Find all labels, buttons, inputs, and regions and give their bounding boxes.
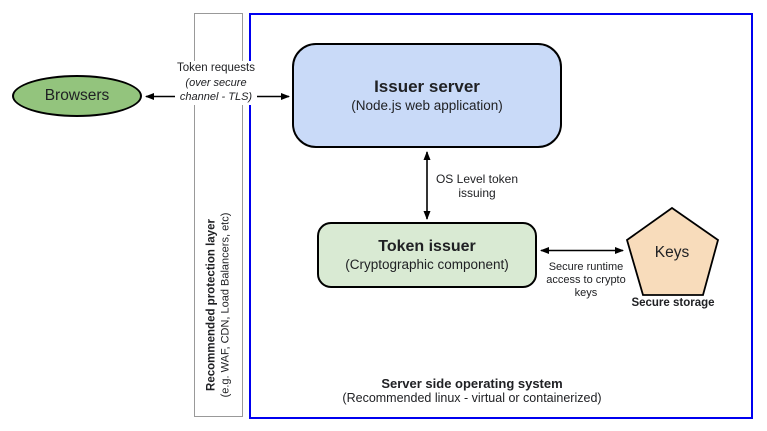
keys-label: Keys xyxy=(655,244,690,261)
token-requests-line2: (over secure xyxy=(185,76,247,89)
browsers-node: Browsers xyxy=(12,75,142,117)
issuer-server-subtitle: (Node.js web application) xyxy=(351,97,503,113)
token-issuer-subtitle: (Cryptographic component) xyxy=(345,256,509,272)
protection-layer-title: Recommended protection layer xyxy=(205,219,218,391)
os-level-line1: OS Level token xyxy=(435,172,519,186)
keys-node: Keys xyxy=(625,206,720,296)
secure-storage-caption: Secure storage xyxy=(631,297,715,309)
token-issuer-node: Token issuer (Cryptographic component) xyxy=(317,222,537,288)
os-level-label: OS Level token issuing xyxy=(436,172,518,200)
token-requests-line1: Token requests xyxy=(177,62,255,74)
os-subtitle: (Recommended linux - virtual or containe… xyxy=(342,391,602,405)
browsers-label: Browsers xyxy=(44,87,110,104)
os-title: Server side operating system xyxy=(381,376,563,391)
secure-runtime-line3: keys xyxy=(574,287,598,299)
pentagon-shape xyxy=(625,206,720,296)
token-requests-line3: channel - TLS) xyxy=(179,91,253,103)
os-caption: Server side operating system (Recommende… xyxy=(342,376,601,406)
issuer-server-title: Issuer server xyxy=(374,76,480,96)
token-requests-label: Token requests (over secure channel - TL… xyxy=(175,61,257,105)
secure-runtime-label: Secure runtime access to crypto keys xyxy=(546,261,625,300)
secure-runtime-line2: access to crypto xyxy=(546,274,626,286)
os-level-line2: issuing xyxy=(458,186,496,200)
issuer-server-node: Issuer server (Node.js web application) xyxy=(292,43,562,148)
protection-layer-subtitle: (e.g. WAF, CDN, Load Balancers, etc) xyxy=(219,212,232,398)
os-boundary-box xyxy=(249,13,753,419)
token-issuer-title: Token issuer xyxy=(378,237,476,255)
protection-layer-label: Recommended protection layer (e.g. WAF, … xyxy=(206,200,233,410)
secure-runtime-line1: Secure runtime xyxy=(548,261,624,273)
